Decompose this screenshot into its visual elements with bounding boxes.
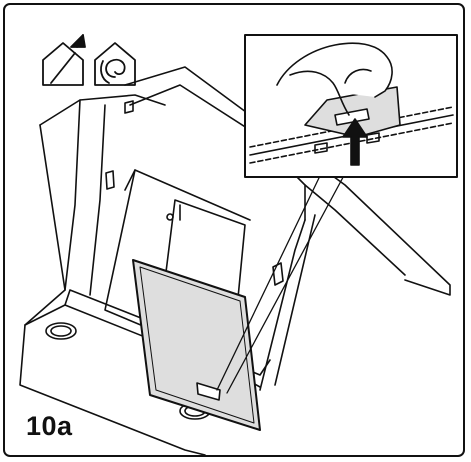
leader-line-2 [226, 154, 356, 394]
inset-hand [276, 42, 393, 98]
hood-left-top [39, 94, 166, 126]
grease-filter-panel [132, 259, 261, 431]
hinge-clip-right [272, 262, 284, 286]
hood-left-groove [89, 104, 106, 296]
grease-filter-handle [196, 382, 221, 401]
mode-icons [42, 34, 136, 86]
leader-line-1 [216, 154, 331, 391]
hood-light-left-inner [50, 325, 72, 337]
hinge-clip-top [124, 100, 134, 114]
inset-handle-slot [334, 108, 370, 126]
inset-clip-right [366, 132, 380, 144]
hood-left-inner [64, 99, 81, 291]
grease-filter-inner-border [139, 266, 255, 424]
arrow-up-icon [342, 118, 368, 166]
inset-hand-knuckle [344, 68, 372, 84]
hinge-clip-left [105, 170, 115, 190]
detail-inset [244, 34, 458, 178]
grease-filter [132, 259, 261, 431]
diagram-frame: 10a [3, 3, 465, 457]
house-outlet-icon [42, 34, 86, 86]
hood-top-edge [124, 66, 451, 296]
hood-cavity-shelf [124, 169, 251, 221]
leader-lines [216, 154, 356, 394]
installation-diagram [19, 34, 458, 455]
inset-hand-finger [289, 70, 350, 116]
hood-right-frame-inner [274, 214, 316, 386]
hood-right-frame [259, 219, 306, 391]
hood-light-left-icon [45, 322, 77, 340]
hood-glass-edge [304, 184, 406, 276]
inset-clip-left [314, 142, 328, 154]
hood-left-outline [19, 124, 206, 455]
hood-screw-hole [166, 213, 174, 221]
step-label: 10a [26, 411, 73, 441]
house-recirculation-icon [94, 42, 136, 86]
